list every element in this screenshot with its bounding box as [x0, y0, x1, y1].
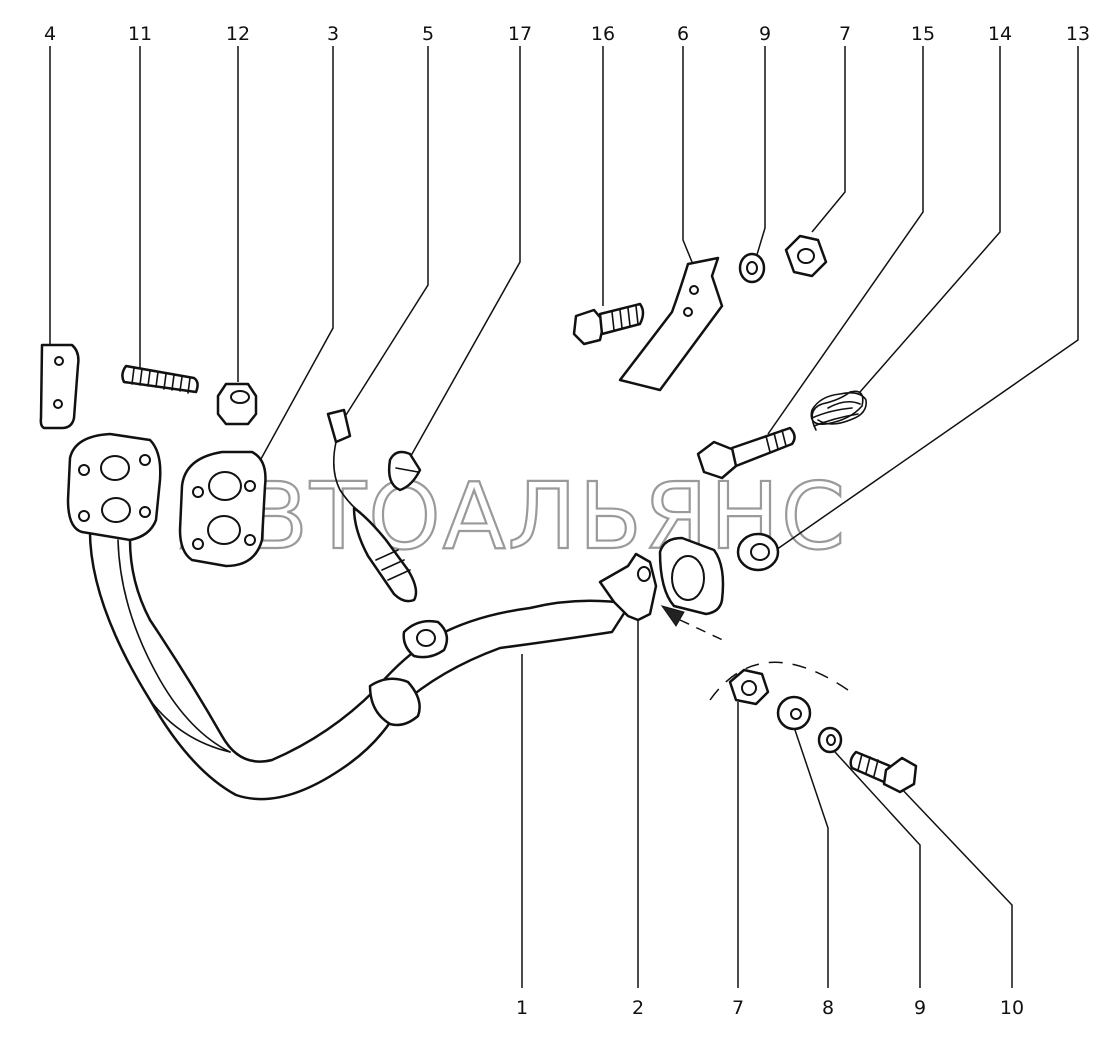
- retaining-plate-icon: [39, 343, 80, 430]
- callout-13: 13: [1066, 23, 1090, 45]
- callout-7-top: 7: [839, 23, 851, 45]
- flange-bolt-icon: [696, 426, 796, 480]
- spring-washer-icon: [738, 252, 766, 284]
- callout-15: 15: [911, 23, 935, 45]
- callout-9-bottom: 9: [914, 997, 926, 1019]
- bracket-icon: [618, 256, 724, 392]
- hex-nut-icon: [728, 668, 770, 706]
- bolt-icon: [849, 750, 918, 794]
- callout-12: 12: [226, 23, 250, 45]
- sealing-ring-icon: [736, 532, 780, 572]
- callout-1: 1: [516, 997, 528, 1019]
- exhaust-downpipe-icon: [66, 432, 725, 801]
- callout-14: 14: [988, 23, 1012, 45]
- callout-2: 2: [632, 997, 644, 1019]
- callout-11: 11: [128, 23, 152, 45]
- spring-washer-icon: [817, 726, 843, 754]
- callout-6: 6: [677, 23, 689, 45]
- callout-9-top: 9: [759, 23, 771, 45]
- flat-washer-icon: [776, 695, 812, 731]
- callout-7-bottom: 7: [732, 997, 744, 1019]
- spring-icon: [810, 390, 867, 431]
- clip-icon: [387, 450, 422, 492]
- callout-4: 4: [44, 23, 56, 45]
- stud-icon: [121, 364, 199, 394]
- callout-5: 5: [422, 23, 434, 45]
- callout-8: 8: [822, 997, 834, 1019]
- hex-nut-icon: [784, 234, 828, 278]
- leader-lines: [49, 46, 1079, 988]
- oxygen-sensor-icon: [326, 408, 418, 603]
- top-callouts: 4 11 12 3 5 17 16 6 9 7 15 14 13: [44, 23, 1090, 45]
- arrow-head-icon: [660, 605, 685, 627]
- callout-10: 10: [1000, 997, 1024, 1019]
- watermark: АВТОАЛЬЯНС: [180, 463, 847, 570]
- callout-16: 16: [591, 23, 615, 45]
- nut-icon: [216, 382, 258, 426]
- mounting-bracket-icon: [598, 552, 658, 622]
- bottom-callouts: 1 2 7 8 9 10: [516, 997, 1024, 1019]
- gasket-icon: [178, 450, 267, 568]
- callout-17: 17: [508, 23, 532, 45]
- bolt-icon: [572, 302, 645, 346]
- callout-3: 3: [327, 23, 339, 45]
